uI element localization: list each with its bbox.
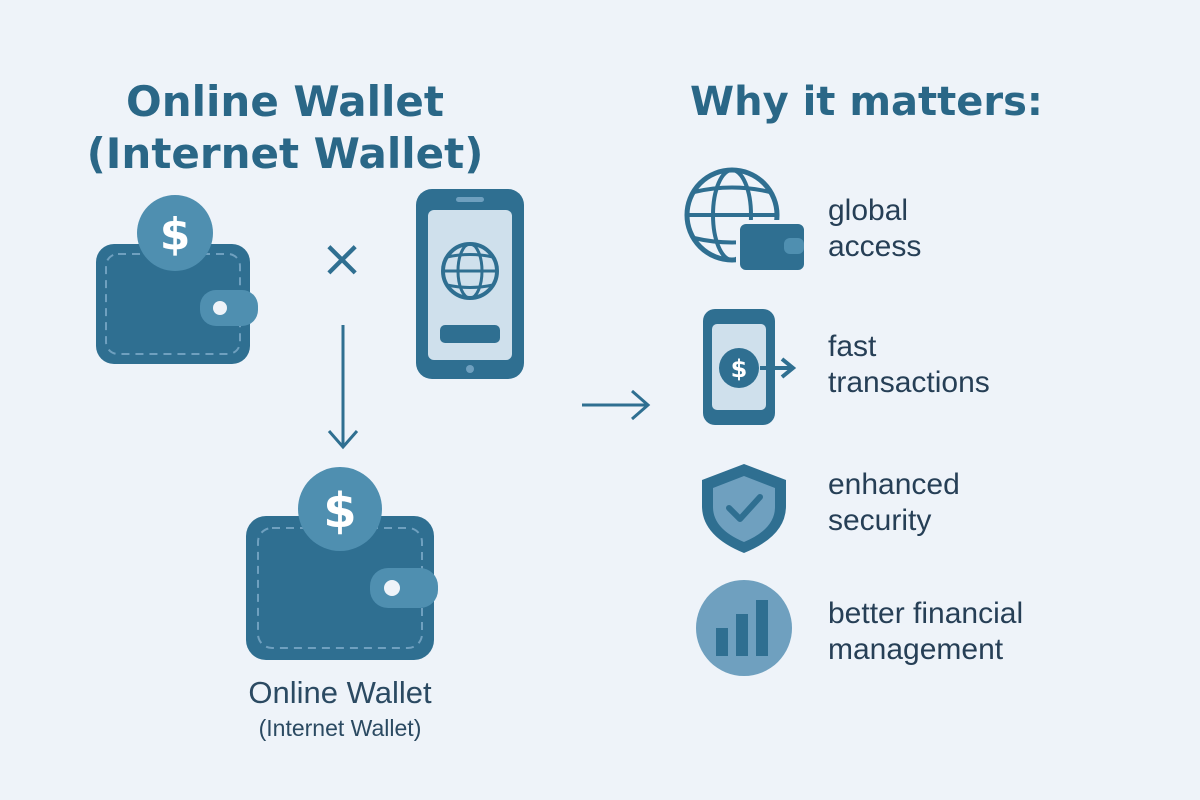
shield-check-icon [702, 464, 786, 553]
benefit-line-2: access [828, 230, 922, 263]
benefit-line-2: management [828, 633, 1004, 666]
dollar-coin-icon: $ [137, 195, 213, 271]
benefit-line-1: better financial [828, 597, 1024, 630]
benefit-line-1: fast [828, 330, 877, 363]
right-arrow-icon [582, 389, 651, 421]
benefit-line-1: global [828, 194, 909, 227]
right-title: Why it matters: [690, 79, 1043, 125]
dollar-coin-icon-bottom: $ [298, 467, 382, 551]
benefit-global-access: global access [828, 193, 921, 265]
benefit-better-financial-management: better financial management [828, 596, 1023, 668]
bar-chart-icon [696, 580, 792, 676]
benefit-enhanced-security: enhanced security [828, 467, 960, 539]
benefit-line-2: security [828, 504, 932, 537]
benefit-line-1: enhanced [828, 468, 960, 501]
wallet-caption-line-1: Online Wallet [248, 675, 432, 710]
down-arrow-icon [327, 325, 359, 450]
wallet-caption: Online Wallet (Internet Wallet) [190, 676, 490, 743]
svg-text:$: $ [323, 483, 356, 539]
svg-text:$: $ [731, 355, 748, 383]
online-wallet-icon [246, 516, 438, 660]
globe-wallet-icon [684, 167, 808, 274]
wallet-icon [96, 244, 258, 364]
left-title: Online Wallet (Internet Wallet) [70, 76, 500, 180]
left-title-line-2: (Internet Wallet) [86, 129, 484, 178]
multiply-symbol: × [320, 229, 364, 289]
left-title-line-1: Online Wallet [126, 77, 444, 126]
benefit-line-2: transactions [828, 366, 990, 399]
wallet-caption-line-2: (Internet Wallet) [258, 715, 422, 741]
svg-text:$: $ [160, 209, 191, 260]
benefit-fast-transactions: fast transactions [828, 329, 990, 401]
phone-dollar-icon: $ [703, 309, 797, 425]
smartphone-globe-icon [416, 189, 524, 379]
